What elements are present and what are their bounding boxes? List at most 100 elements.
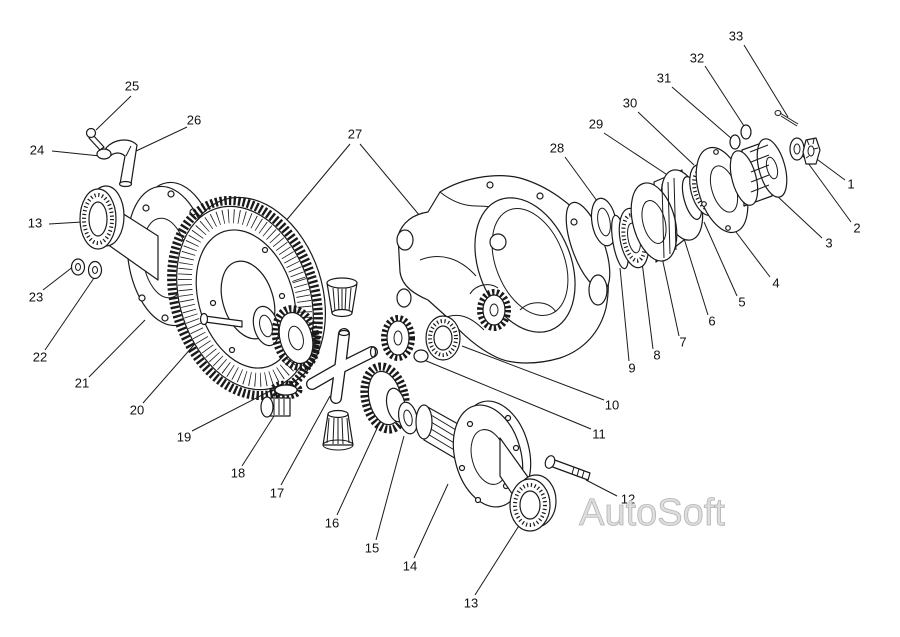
castle-nut-body [802,137,821,165]
cotter-pin-loop [774,110,782,116]
callout-28: 28 [550,141,564,156]
pinion-assembly [590,110,821,270]
race-28-inner [597,207,611,237]
callout-32: 32 [690,51,704,66]
leader-line-31 [671,86,733,140]
case-right-bolt-hole [466,420,474,428]
callout-2: 2 [853,221,860,236]
leader-line-26 [133,126,188,153]
carrier-housing [396,175,611,364]
callout-30: 30 [623,96,637,111]
callout-5: 5 [738,295,745,310]
housing-boss-hole [489,233,507,251]
callout-13-bottom: 13 [464,596,478,611]
housing-drive-pinion [477,289,511,331]
companion-flange-front [729,150,759,206]
breather-pipe-end [118,180,133,188]
callout-7: 7 [679,335,686,350]
spider-gear-top-rim [326,277,358,289]
breather-pipe [105,139,138,185]
leader-line-16 [336,423,380,516]
spider-gear-bottom [322,409,354,451]
cross-arm-right [335,347,377,373]
housing-stud [486,181,494,189]
bearing-10 [425,315,461,361]
leader-line-13-left [48,221,83,225]
flange-bolt-hole [138,294,146,302]
bearing-10-rollers [428,319,458,357]
splined-hub-end [415,404,433,440]
nut-23 [70,258,86,276]
seal-31 [729,134,741,150]
callout-16: 16 [325,516,339,531]
pinion-gear-11-teeth [381,315,415,361]
cage-front-bore [641,200,667,244]
leader-line-5 [703,221,738,297]
cage-front [630,182,678,262]
callout-15: 15 [365,541,379,556]
spider-gear-top [326,277,358,318]
leader-line-15 [375,435,405,541]
washer-2-hole [793,143,801,155]
housing-left-lug-top [396,229,414,251]
housing-stud [536,192,544,200]
callout-13-left: 13 [28,216,42,231]
leader-line-8 [641,261,654,350]
washer-15-hole [403,409,413,427]
castle-nut-1 [802,137,821,165]
callout-17: 17 [270,486,284,501]
nut-22-hole [92,266,98,274]
case-bolt-threads [571,466,585,479]
thrust-washer [252,305,280,347]
cross-arm-right-end [369,346,377,358]
callout-23: 23 [29,290,43,305]
callout-22: 22 [33,350,47,365]
spider-gear-bottom-base [322,439,354,451]
leader-line-9 [619,267,630,362]
breather-bolt-head [85,127,97,139]
case-right-bolt-hole [512,444,520,452]
leader-line-27-a [279,143,351,229]
flange-plate-5-hole [701,201,707,207]
bolt-head [199,312,209,326]
bearing-inner-race [88,201,108,237]
splined-hub-splines [425,411,457,452]
housing-left-lug-bottom [396,288,412,308]
leader-line-18 [241,415,275,467]
ring-gear-bolt-hole [261,246,269,254]
housing-side-port [588,274,608,306]
side-gear-left [271,305,321,371]
case-right-bolt-hole [474,496,482,504]
callout-20: 20 [130,403,144,418]
breather-pipe-edge [125,145,132,157]
washer-hole [259,314,273,338]
ring-gear-bolt-hole [209,299,217,307]
callout-8: 8 [653,348,660,363]
flange-plate-5-hole [713,149,719,155]
leader-line-3 [775,194,823,239]
cage-ribs [661,177,677,259]
callout-33: 33 [729,29,743,44]
leader-line-19 [191,389,273,432]
bearing-10-inner [433,325,453,351]
leader-line-17 [280,395,331,486]
companion-flange-4 [729,138,788,207]
drive-pinion-face [482,294,506,326]
callout-21: 21 [75,376,89,391]
breather-assembly [85,127,138,188]
leader-line-14 [413,483,449,559]
callout-11: 11 [592,427,606,442]
cross-arm-up-end [338,329,350,337]
ring-gear-bolt-hole [278,292,286,300]
flange-bolt-hole [167,190,175,198]
banjo-fitting [96,148,112,160]
leader-line-6 [681,231,709,316]
leader-line-29 [603,132,673,179]
bearing-rollers [82,193,114,245]
spider-gear-19-ring [274,384,298,396]
side-gear-left-bore [288,325,304,351]
leader-line-11 [423,359,592,430]
callout-14: 14 [403,559,417,574]
companion-flange-bore [765,156,779,180]
callout-9: 9 [628,361,635,376]
